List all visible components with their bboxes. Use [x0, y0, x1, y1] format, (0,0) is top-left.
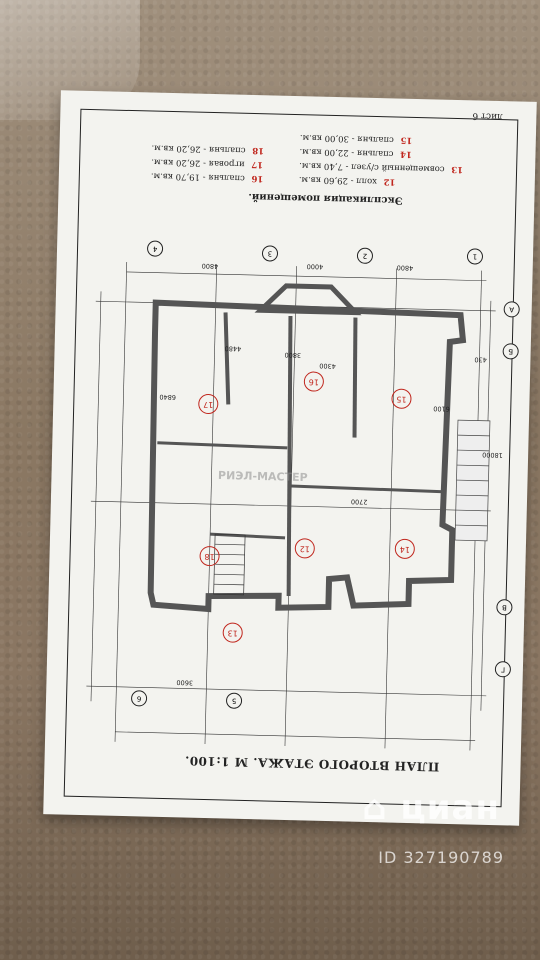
realtor-watermark: РИЭЛ-МАСТЕР [217, 468, 308, 485]
dimension-label: 4800 [201, 261, 219, 271]
dimension-label: 3800 [284, 350, 302, 360]
floor-plan-drawing [86, 261, 496, 751]
dimension-label: 3600 [176, 678, 194, 687]
legend-num: 18 [252, 144, 265, 156]
legend-name: спальня [208, 171, 245, 183]
legend-area: 30,00 кв.м. [299, 132, 350, 144]
axis-label: Б [502, 343, 519, 360]
dimension-label: 4000 [306, 262, 324, 271]
legend-num: 17 [251, 158, 264, 170]
dimension-label: 4480 [224, 344, 242, 353]
dimension-label: 6840 [159, 392, 177, 402]
axis-label: Г [494, 661, 512, 678]
legend-area: 7,40 кв.м. [299, 160, 344, 172]
axis-label: В [496, 599, 513, 616]
cian-logo-text: циан [400, 788, 500, 828]
legend-area: 29,60 кв.м. [298, 174, 349, 186]
legend-num: 15 [400, 134, 413, 145]
legend-area: 22,00 кв.м. [299, 146, 349, 158]
legend-num: 14 [400, 148, 413, 159]
balcony [454, 419, 491, 542]
legend-name: спальня [208, 143, 246, 155]
legend-area: 19,70 кв.м. [150, 170, 201, 182]
dimension-label: 2700 [350, 497, 368, 506]
legend-area: 26,20 кв.м. [151, 156, 201, 168]
dimension-label: 4300 [319, 361, 336, 371]
legend-area: 26,20 кв.м. [151, 142, 201, 154]
axis-label: А [503, 301, 520, 318]
legend-num: 13 [451, 163, 464, 175]
legend-num: 12 [383, 176, 396, 187]
staircase [213, 533, 246, 596]
listing-id-watermark: ID 327190789 [378, 848, 504, 867]
dimension-label: 430 [474, 355, 487, 364]
legend-name: холл [356, 175, 378, 187]
dimension-label: 6100 [433, 404, 450, 413]
cian-watermark: ⌂ циан [362, 788, 500, 828]
floor-plan-sheet: лист 6 Экспликация помещений. 12 холл - … [43, 90, 537, 826]
legend-name: игровая [208, 157, 245, 169]
legend-name: спальня [357, 133, 394, 145]
sheet-number: лист 6 [471, 110, 503, 122]
legend-num: 16 [251, 172, 264, 184]
dimension-label: 4800 [396, 263, 414, 272]
cian-logo-icon: ⌂ [362, 788, 388, 828]
legend-name: спальня [356, 147, 394, 159]
dimension-label: 18000 [482, 450, 503, 460]
walls [147, 283, 467, 613]
